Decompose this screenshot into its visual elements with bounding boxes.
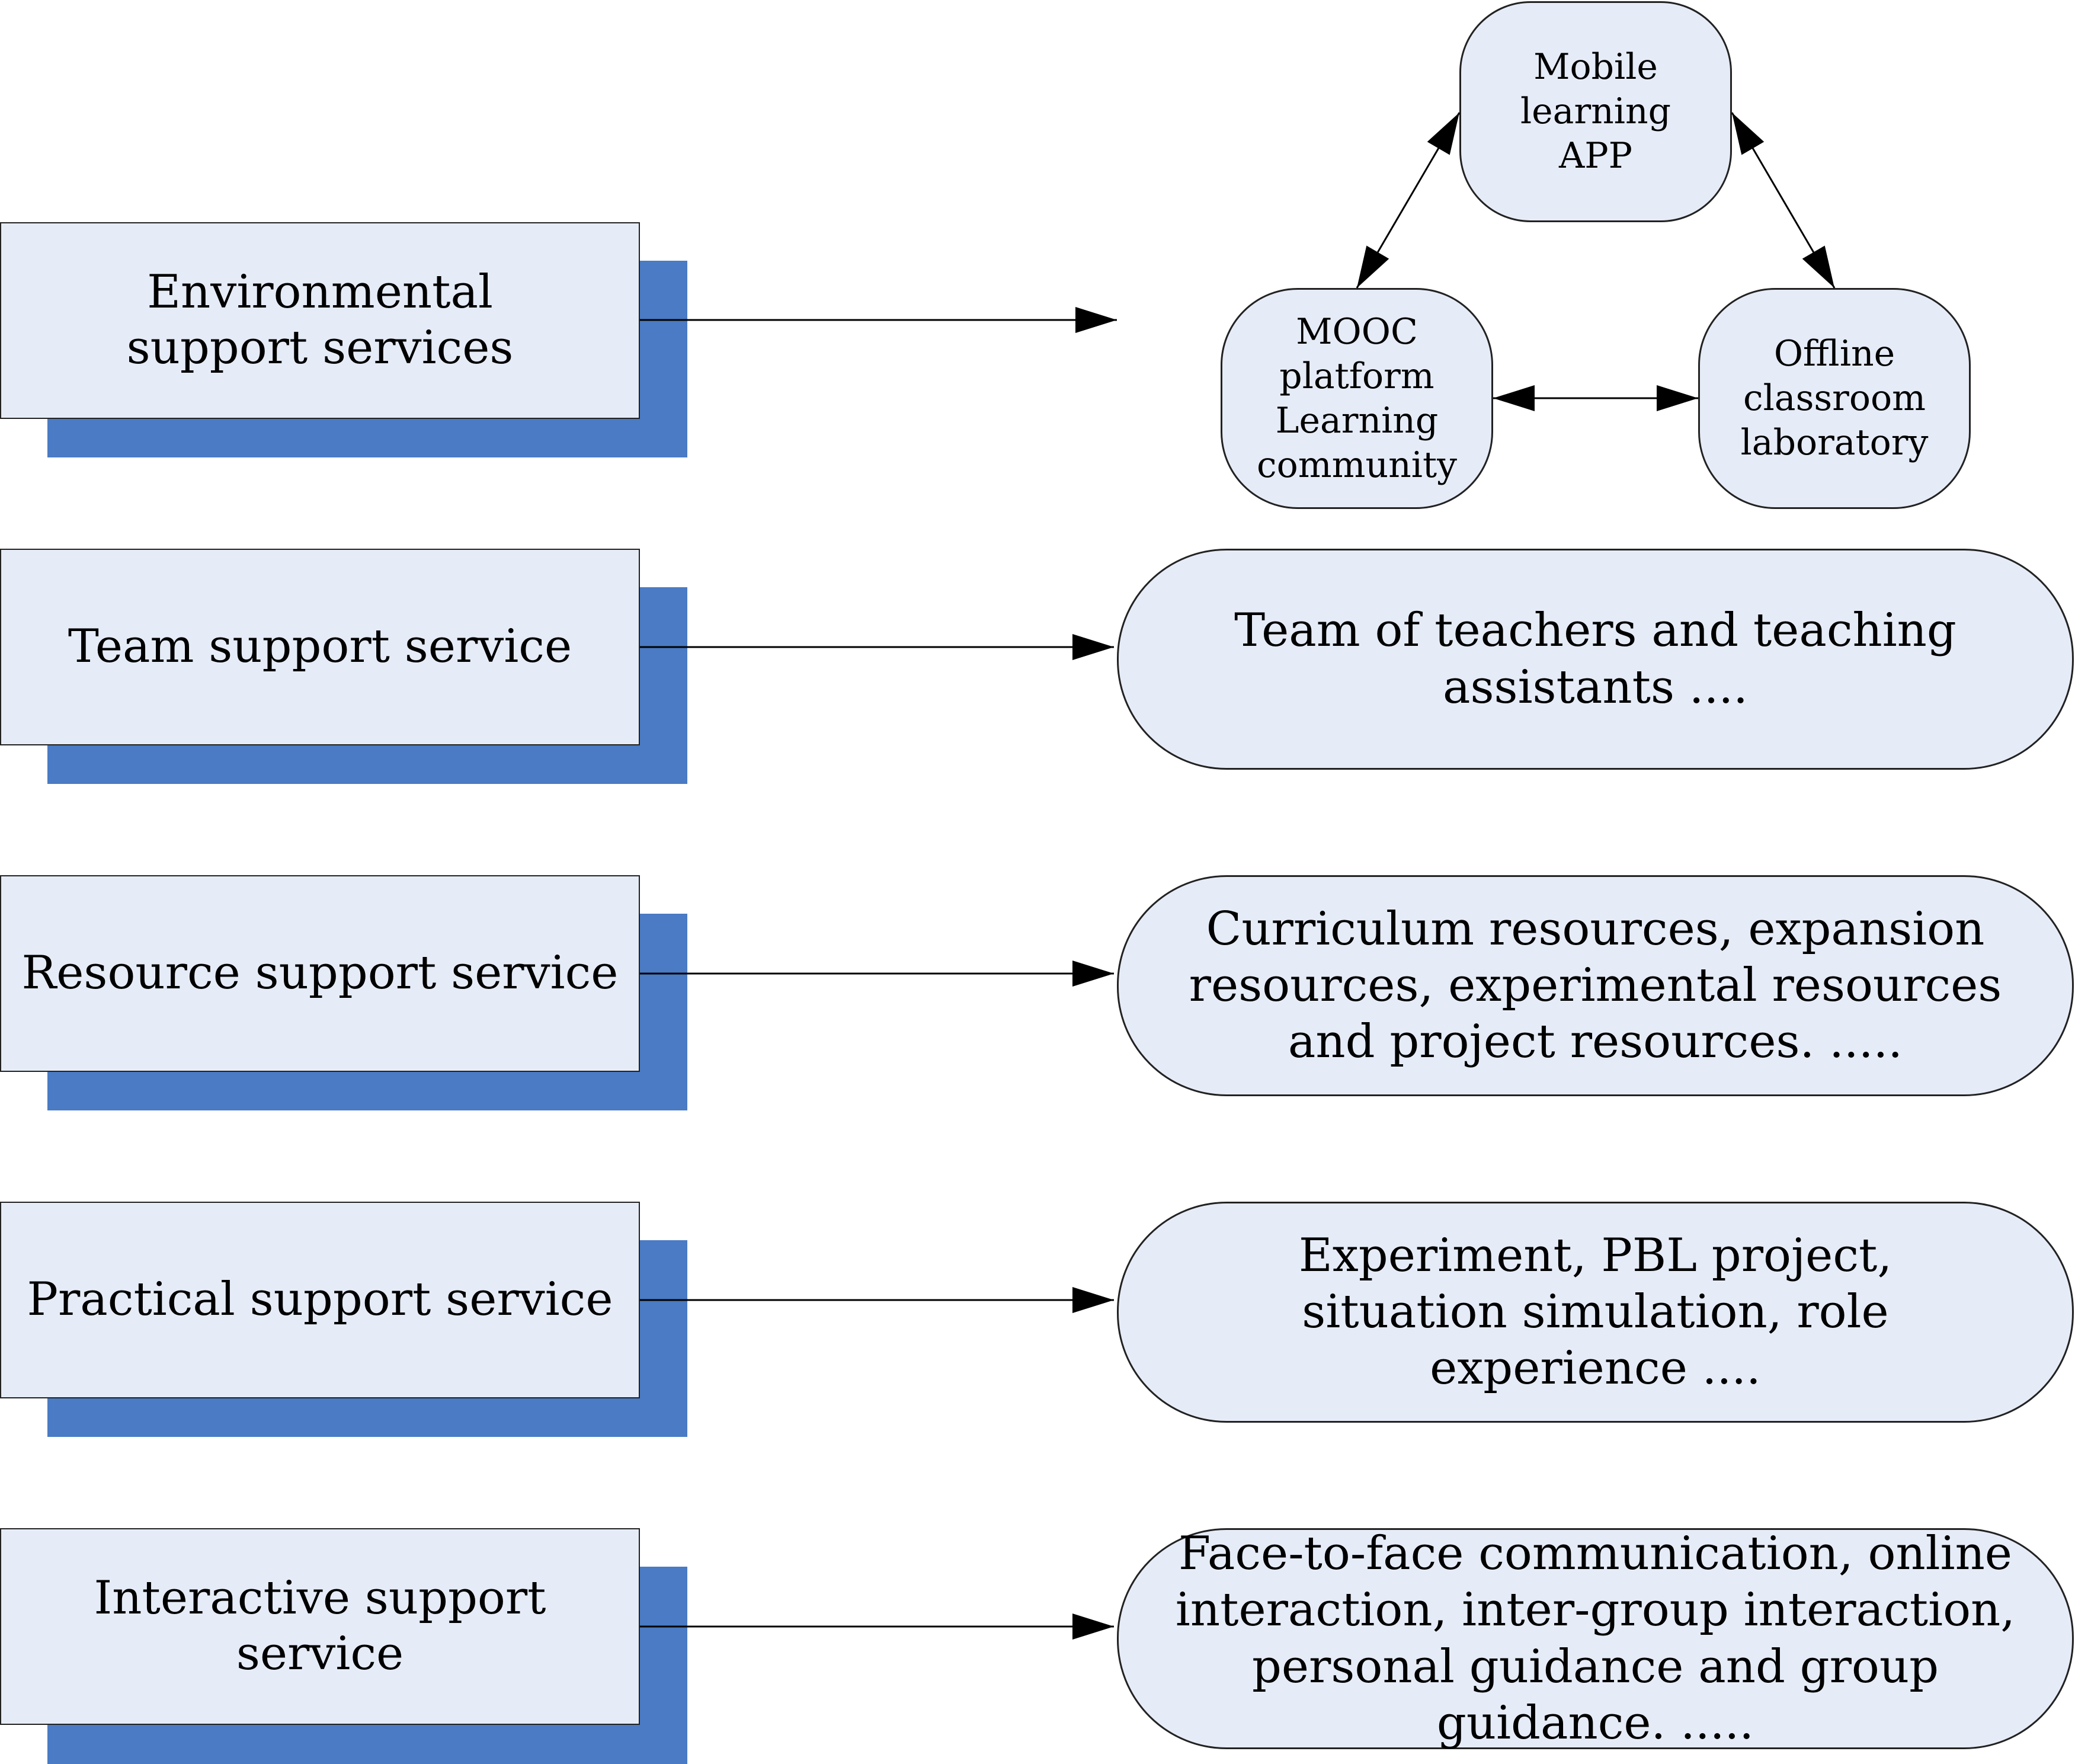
team-detail: Team of teachers and teaching assistants… [1117,549,2074,770]
mobile-learning-node: Mobile learning APP [1459,1,1732,222]
interactive-detail-text: Face-to-face communication, online inter… [1175,1527,2016,1750]
mooc-node: MOOC platform Learning community [1221,288,1493,509]
resource-service-box: Resource support service [0,875,640,1072]
mobile-learning-label: Mobile learning APP [1520,46,1671,177]
environmental-service-box: Environmental support services [0,222,640,419]
mobile-mooc-connector [1356,112,1461,289]
offline-classroom-label: Offline classroom laboratory [1740,333,1929,463]
resource-service-label: Resource support service [21,946,619,1000]
practical-service-label: Practical support service [27,1273,613,1327]
mooc-label: MOOC platform Learning community [1257,310,1457,486]
interactive-service-label: Interactive support service [94,1571,546,1680]
practical-service-box: Practical support service [0,1202,640,1398]
team-service-box: Team support service [0,549,640,745]
offline-classroom-node: Offline classroom laboratory [1698,288,1971,509]
interactive-service-box: Interactive support service [0,1528,640,1725]
environmental-service-label: Environmental support services [126,265,514,374]
team-detail-text: Team of teachers and teaching assistants… [1234,604,1956,714]
resource-detail: Curriculum resources, expansion resource… [1117,875,2074,1096]
practical-detail-text: Experiment, PBL project, situation simul… [1298,1228,1893,1395]
practical-detail: Experiment, PBL project, situation simul… [1117,1202,2074,1423]
resource-detail-text: Curriculum resources, expansion resource… [1189,902,2002,1069]
team-service-label: Team support service [68,620,572,674]
mobile-offline-connector [1731,112,1836,289]
interactive-detail: Face-to-face communication, online inter… [1117,1527,2074,1750]
